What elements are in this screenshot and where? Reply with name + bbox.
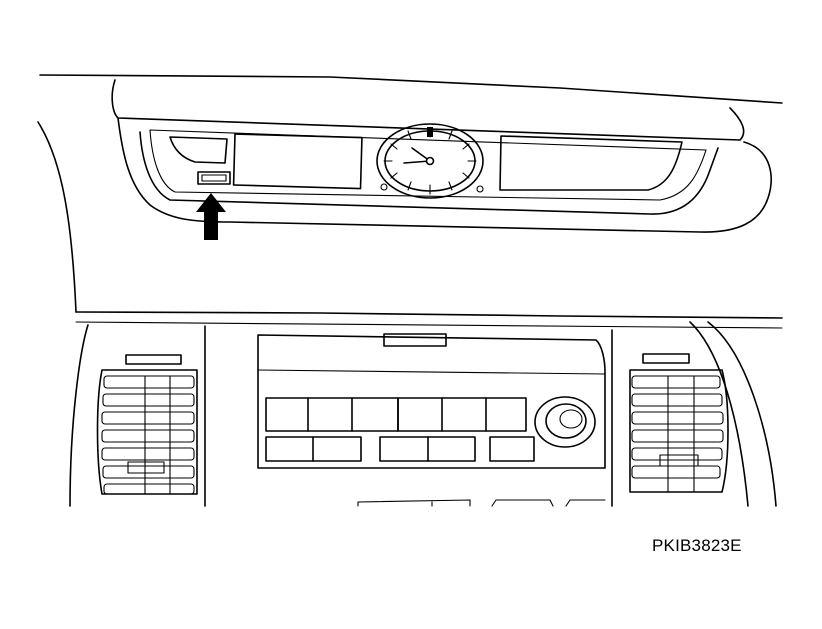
meter-face (149, 129, 707, 201)
dashboard-lower-edge (75, 311, 783, 329)
dashboard-top-edge (39, 74, 783, 104)
left-air-vent (96, 354, 198, 495)
clock (376, 123, 484, 199)
cd-slot (383, 333, 447, 347)
left-small-display (169, 136, 228, 164)
clock-adjust-left (380, 183, 388, 191)
indicator-switch (197, 171, 231, 185)
left-pillar (37, 121, 77, 313)
audio-knob (534, 396, 596, 448)
clock-adjust-right (476, 185, 484, 193)
clock-hour-hand (403, 160, 431, 164)
right-display (499, 135, 683, 191)
left-display (232, 133, 363, 190)
preset-buttons-row (265, 397, 527, 432)
clock-ticks (383, 127, 477, 195)
arrow-up-icon (196, 193, 226, 240)
function-buttons-row (265, 436, 535, 462)
right-air-vent (629, 353, 729, 493)
figure-code: PKIB3823E (652, 536, 742, 555)
center-console (69, 321, 777, 507)
